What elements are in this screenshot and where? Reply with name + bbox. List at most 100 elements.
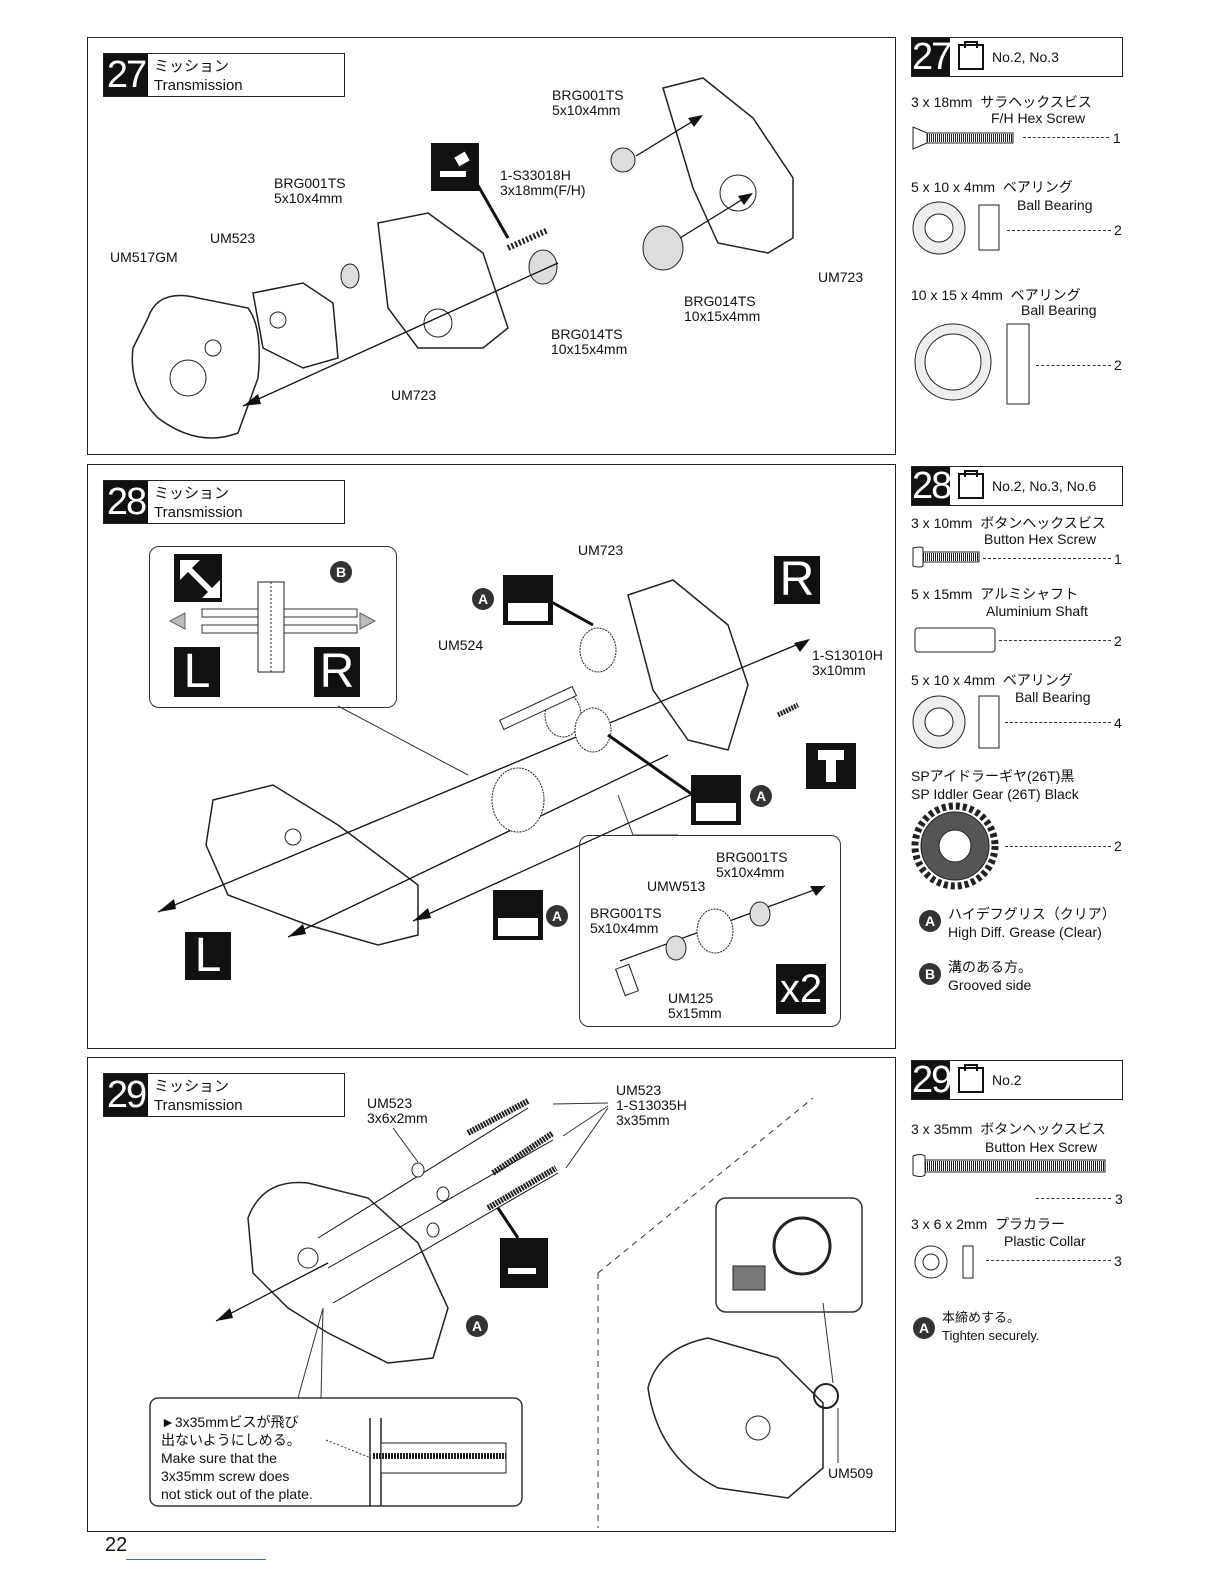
step-number: 27 bbox=[104, 54, 148, 96]
bearing-small-top bbox=[610, 147, 636, 173]
callout-umw513: UMW513 bbox=[647, 878, 706, 894]
button-hex-screw-icon bbox=[912, 1154, 1106, 1177]
marker-a: A bbox=[919, 910, 941, 932]
marker-a: A bbox=[913, 1317, 935, 1339]
note-inset bbox=[149, 1397, 523, 1507]
mount-um523 bbox=[252, 282, 339, 369]
callout-brg001ts-top: BRG001TS bbox=[552, 87, 624, 103]
plastic-collar bbox=[426, 1222, 440, 1238]
callout-sub-brg-top: BRG001TS bbox=[716, 849, 788, 865]
bearing-large-center bbox=[528, 249, 558, 285]
callout-um723: UM723 bbox=[578, 542, 624, 558]
sidebar-29: 29 No.2 3 x 35mm ボタンヘックスビス Button Hex Sc… bbox=[911, 1059, 1123, 1343]
callout-um125: UM125 bbox=[668, 990, 714, 1006]
plastic-collar-icon bbox=[914, 1245, 974, 1279]
sidebar-27: 27 No.2, No.3 3 x 18mm サラヘックスビス F/H Hex … bbox=[911, 37, 1123, 453]
callout-brg014ts-center: BRG014TS bbox=[551, 326, 623, 342]
gearbox-left-assembled bbox=[205, 784, 419, 946]
gearbox-assembled bbox=[247, 1181, 449, 1364]
inset-right-marker: R bbox=[314, 647, 360, 697]
callout-sub-brg-left: BRG001TS bbox=[590, 905, 662, 921]
bearing bbox=[665, 935, 687, 961]
step-title-en: Transmission bbox=[154, 77, 243, 94]
sidebar-step-number: 27 bbox=[912, 36, 952, 78]
callout-um524: UM524 bbox=[438, 637, 484, 653]
step-29-illustration bbox=[149, 1097, 863, 1528]
callout-screw-29: UM523 bbox=[616, 1082, 662, 1098]
aluminium-shaft bbox=[614, 963, 640, 997]
right-side-marker: R bbox=[774, 556, 820, 604]
step-title-jp: ミッション bbox=[154, 485, 230, 502]
bearing-small-left bbox=[340, 263, 360, 289]
thread-lock-icon bbox=[431, 143, 479, 191]
callout-collar: UM523 bbox=[367, 1095, 413, 1111]
spur-gear bbox=[491, 767, 545, 833]
marker-b: B bbox=[330, 561, 352, 583]
idler-gear bbox=[696, 908, 734, 954]
bearing-large-right bbox=[642, 225, 684, 271]
bearing bbox=[749, 901, 771, 927]
note-en-line3: not stick out of the plate. bbox=[161, 1486, 313, 1502]
note-en-line2: 3x35mm screw does bbox=[161, 1468, 290, 1484]
gearbox-right-half bbox=[627, 579, 749, 751]
callout-um723-bottom: UM723 bbox=[391, 387, 437, 403]
note-jp-line1: ►3x35mmビスが飛び bbox=[161, 1414, 299, 1430]
parts-bag-icon bbox=[958, 1064, 984, 1093]
parts-bag-icon bbox=[958, 41, 984, 70]
idler-gear-1 bbox=[579, 627, 617, 673]
footer-rule bbox=[126, 1559, 266, 1560]
parts-bag-icon bbox=[958, 470, 984, 499]
sidebar-bags: No.2, No.3, No.6 bbox=[992, 478, 1097, 494]
gearbox-assembled-detail bbox=[647, 1337, 824, 1499]
step-number: 28 bbox=[104, 481, 148, 523]
callout-um723-right: UM723 bbox=[818, 269, 864, 285]
sidebar-step-number: 28 bbox=[912, 465, 952, 507]
ball-bearing-icon bbox=[912, 201, 1000, 255]
callout-screw-28: 1-S13010H bbox=[812, 647, 883, 663]
step-28-panel: 28 ミッション Transmission L R B bbox=[87, 464, 896, 1049]
sidebar-bags: No.2 bbox=[992, 1072, 1022, 1088]
button-hex-screw-icon bbox=[912, 546, 980, 568]
step-27-panel: 27 ミッション Transmission bbox=[87, 37, 896, 455]
plastic-collar bbox=[436, 1186, 450, 1202]
e-clip bbox=[813, 1383, 839, 1409]
step-27-header: 27 ミッション Transmission bbox=[103, 53, 345, 97]
step-title-en: Transmission bbox=[154, 504, 243, 521]
thread-lock-icon bbox=[500, 1238, 548, 1288]
note-jp-line2: 出ないようにしめる。 bbox=[161, 1432, 301, 1448]
ball-bearing-icon bbox=[912, 695, 1000, 749]
sidebar-28: 28 No.2, No.3, No.6 3 x 10mm ボタンヘックスビス B… bbox=[911, 465, 1123, 993]
callout-um523: UM523 bbox=[210, 230, 256, 246]
inset-left-marker: L bbox=[174, 647, 220, 697]
marker-a: A bbox=[750, 785, 772, 807]
idler-gear-icon bbox=[911, 802, 999, 890]
callout-um517gm: UM517GM bbox=[110, 249, 178, 265]
step-number: 29 bbox=[104, 1074, 148, 1116]
step-29-panel: 29 ミッション Transmission bbox=[87, 1057, 896, 1532]
marker-a: A bbox=[546, 905, 568, 927]
gear-orientation-inset: L R B bbox=[149, 546, 397, 708]
page-number: 22 bbox=[105, 1534, 128, 1556]
step-28-illustration bbox=[157, 575, 856, 946]
callout-brg001ts-left: BRG001TS bbox=[274, 175, 346, 191]
step-title-jp: ミッション bbox=[154, 58, 230, 75]
aluminium-shaft-icon bbox=[914, 627, 996, 653]
callout-um509: UM509 bbox=[828, 1465, 874, 1481]
marker-b: B bbox=[919, 963, 941, 985]
sidebar-step-number: 29 bbox=[912, 1059, 952, 1101]
callout-brg014ts-right: BRG014TS bbox=[684, 293, 756, 309]
step-title-jp: ミッション bbox=[154, 1078, 230, 1095]
step-title-en: Transmission bbox=[154, 1097, 243, 1114]
idler-subassembly-inset: BRG001TS 5x10x4mm UMW513 BRG001TS 5x10x4… bbox=[579, 835, 841, 1027]
idler-gear-3 bbox=[574, 707, 612, 753]
marker-a: A bbox=[466, 1315, 488, 1337]
note-en-line1: Make sure that the bbox=[161, 1450, 277, 1466]
ball-bearing-large-icon bbox=[914, 323, 1030, 405]
callout-screw-27: 1-S33018H bbox=[500, 167, 571, 183]
step-28-header: 28 ミッション Transmission bbox=[103, 480, 345, 524]
step-27-illustration bbox=[131, 77, 794, 439]
fh-hex-screw-icon bbox=[912, 126, 1014, 150]
plastic-collar bbox=[411, 1162, 425, 1178]
sidebar-bags: No.2, No.3 bbox=[992, 49, 1059, 65]
gearbox-left-half bbox=[377, 212, 509, 349]
